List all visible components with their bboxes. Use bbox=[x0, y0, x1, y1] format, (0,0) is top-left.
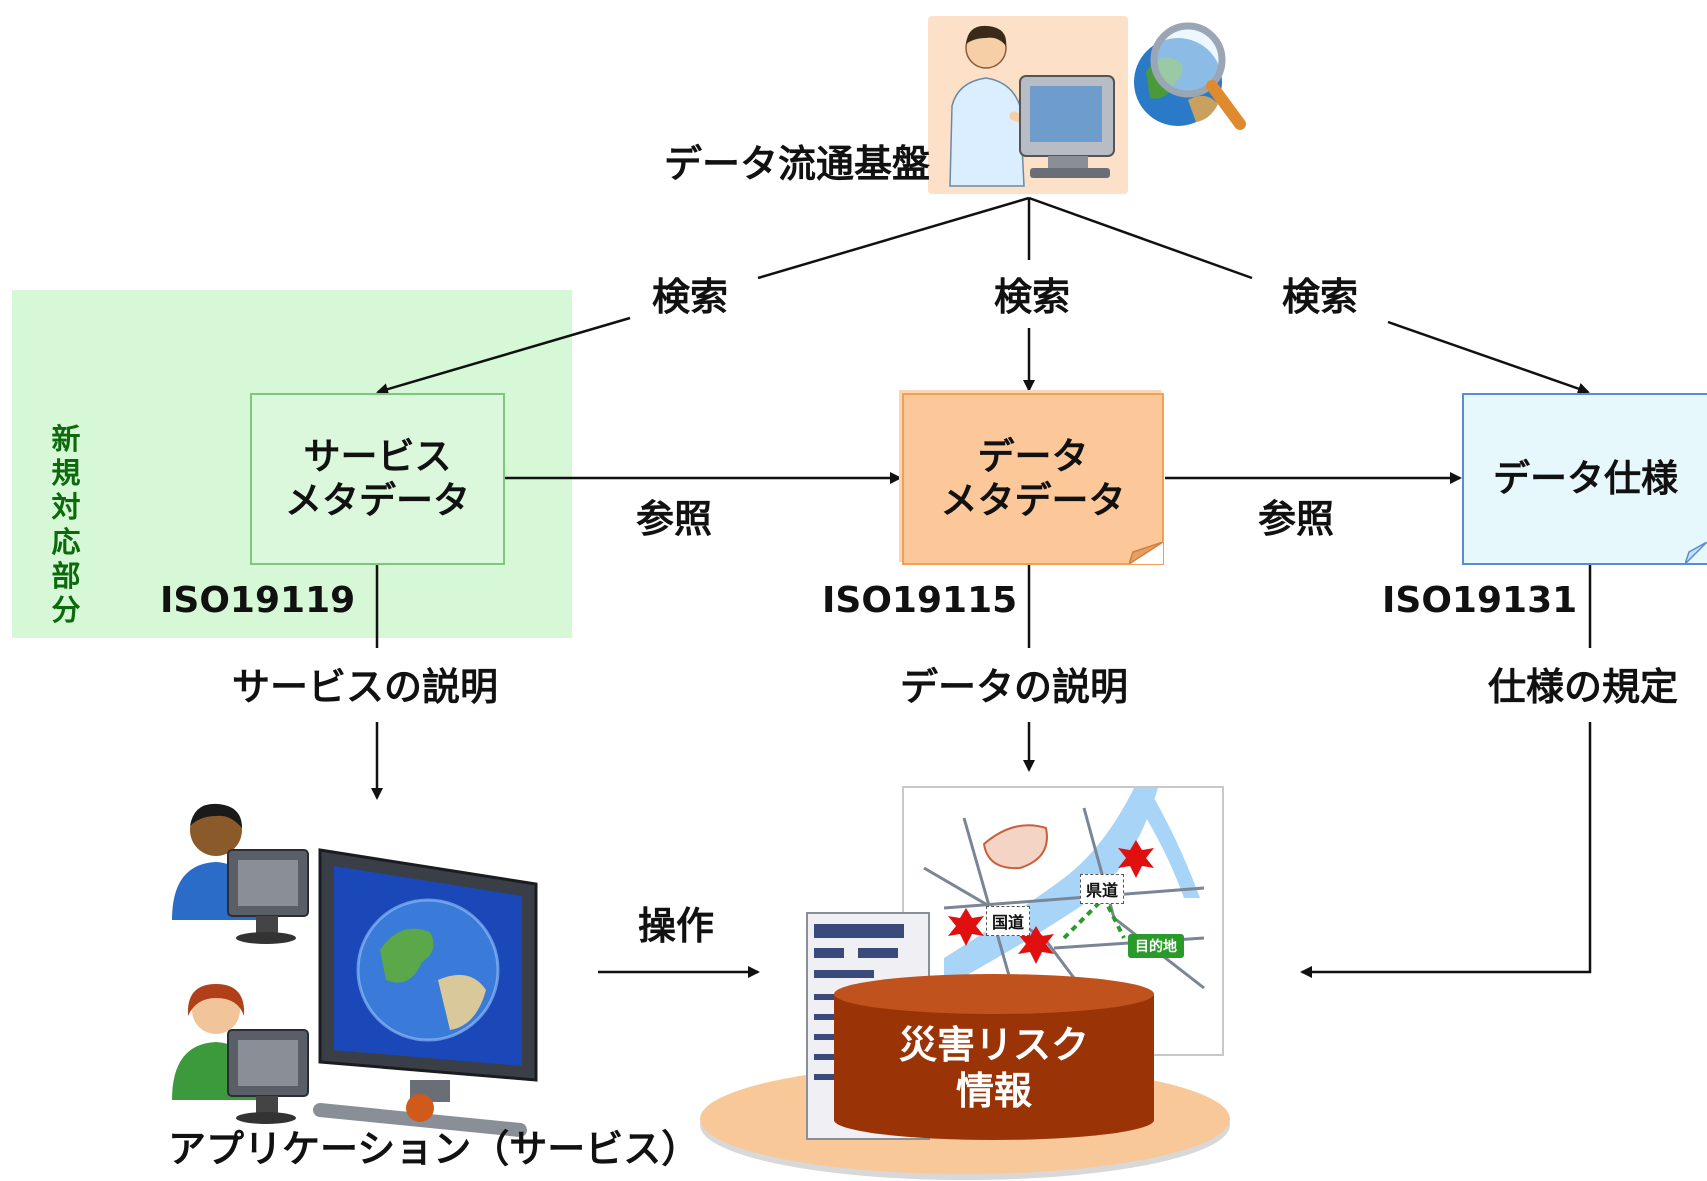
operator-at-computer-icon bbox=[949, 25, 1115, 187]
spec-standard: ISO19131 bbox=[1382, 580, 1578, 621]
new-support-char: 規 bbox=[51, 456, 81, 491]
database-label-line2: 情報 bbox=[955, 1069, 1032, 1114]
page-curl-icon bbox=[1685, 542, 1707, 564]
new-support-char: 分 bbox=[51, 593, 81, 628]
map-label-destination: 目的地 bbox=[1128, 934, 1184, 958]
new-support-char: 部 bbox=[51, 558, 81, 593]
data-description: データの説明 bbox=[900, 665, 1129, 709]
application-computer-icon bbox=[300, 840, 590, 1140]
user-icon bbox=[168, 980, 328, 1130]
data-spec-line1: データ仕様 bbox=[1493, 457, 1678, 501]
platform-illustration bbox=[928, 16, 1128, 194]
data-standard: ISO19115 bbox=[822, 580, 1018, 621]
service-metadata-box: サービス メタデータ bbox=[250, 393, 505, 565]
new-support-label: 新 規 対 応 部 分 bbox=[48, 422, 84, 627]
search-label-center: 検索 bbox=[994, 275, 1071, 319]
reference-label-2: 参照 bbox=[1258, 497, 1335, 541]
disaster-risk-database: 災害リスク 情報 bbox=[834, 974, 1154, 1140]
search-arrow-right bbox=[1387, 320, 1590, 395]
application-label: アプリケーション（サービス） bbox=[168, 1127, 700, 1171]
service-metadata-line1: サービス bbox=[303, 435, 452, 479]
new-support-char: 応 bbox=[51, 524, 81, 559]
search-label-left: 検索 bbox=[652, 275, 729, 319]
user-icon bbox=[168, 800, 328, 950]
map-illustration bbox=[923, 788, 1205, 1029]
database-cylinder-icon bbox=[834, 974, 1154, 1140]
database-label: 災害リスク 情報 bbox=[834, 1022, 1154, 1115]
data-metadata-line2: メタデータ bbox=[940, 479, 1126, 522]
platform-title: データ流通基盤 bbox=[664, 142, 931, 186]
reference-label-1: 参照 bbox=[636, 497, 713, 541]
globe-magnifier-icon bbox=[1126, 12, 1246, 142]
search-line-right bbox=[1028, 196, 1253, 280]
data-spec-box: データ仕様 bbox=[1462, 393, 1707, 565]
map-label-national-road: 国道 bbox=[986, 906, 1031, 936]
data-metadata-box: データ メタデータ bbox=[902, 393, 1164, 565]
spec-description: 仕様の規定 bbox=[1488, 665, 1679, 709]
search-line-left bbox=[757, 196, 1030, 280]
search-arrow-left bbox=[376, 316, 631, 395]
service-description: サービスの説明 bbox=[232, 665, 499, 709]
service-metadata-line2: メタデータ bbox=[285, 479, 470, 522]
new-support-char: 新 bbox=[51, 422, 81, 456]
map-label-prefectural-road: 県道 bbox=[1080, 874, 1125, 904]
page-curl-icon bbox=[1129, 542, 1163, 564]
service-standard: ISO19119 bbox=[160, 580, 356, 621]
operation-label: 操作 bbox=[638, 904, 715, 948]
database-label-line1: 災害リスク bbox=[898, 1023, 1089, 1067]
data-metadata-line1: データ bbox=[977, 435, 1089, 479]
new-support-char: 対 bbox=[51, 490, 81, 525]
spec-route-arrow bbox=[1300, 722, 1592, 978]
search-label-right: 検索 bbox=[1282, 275, 1359, 319]
